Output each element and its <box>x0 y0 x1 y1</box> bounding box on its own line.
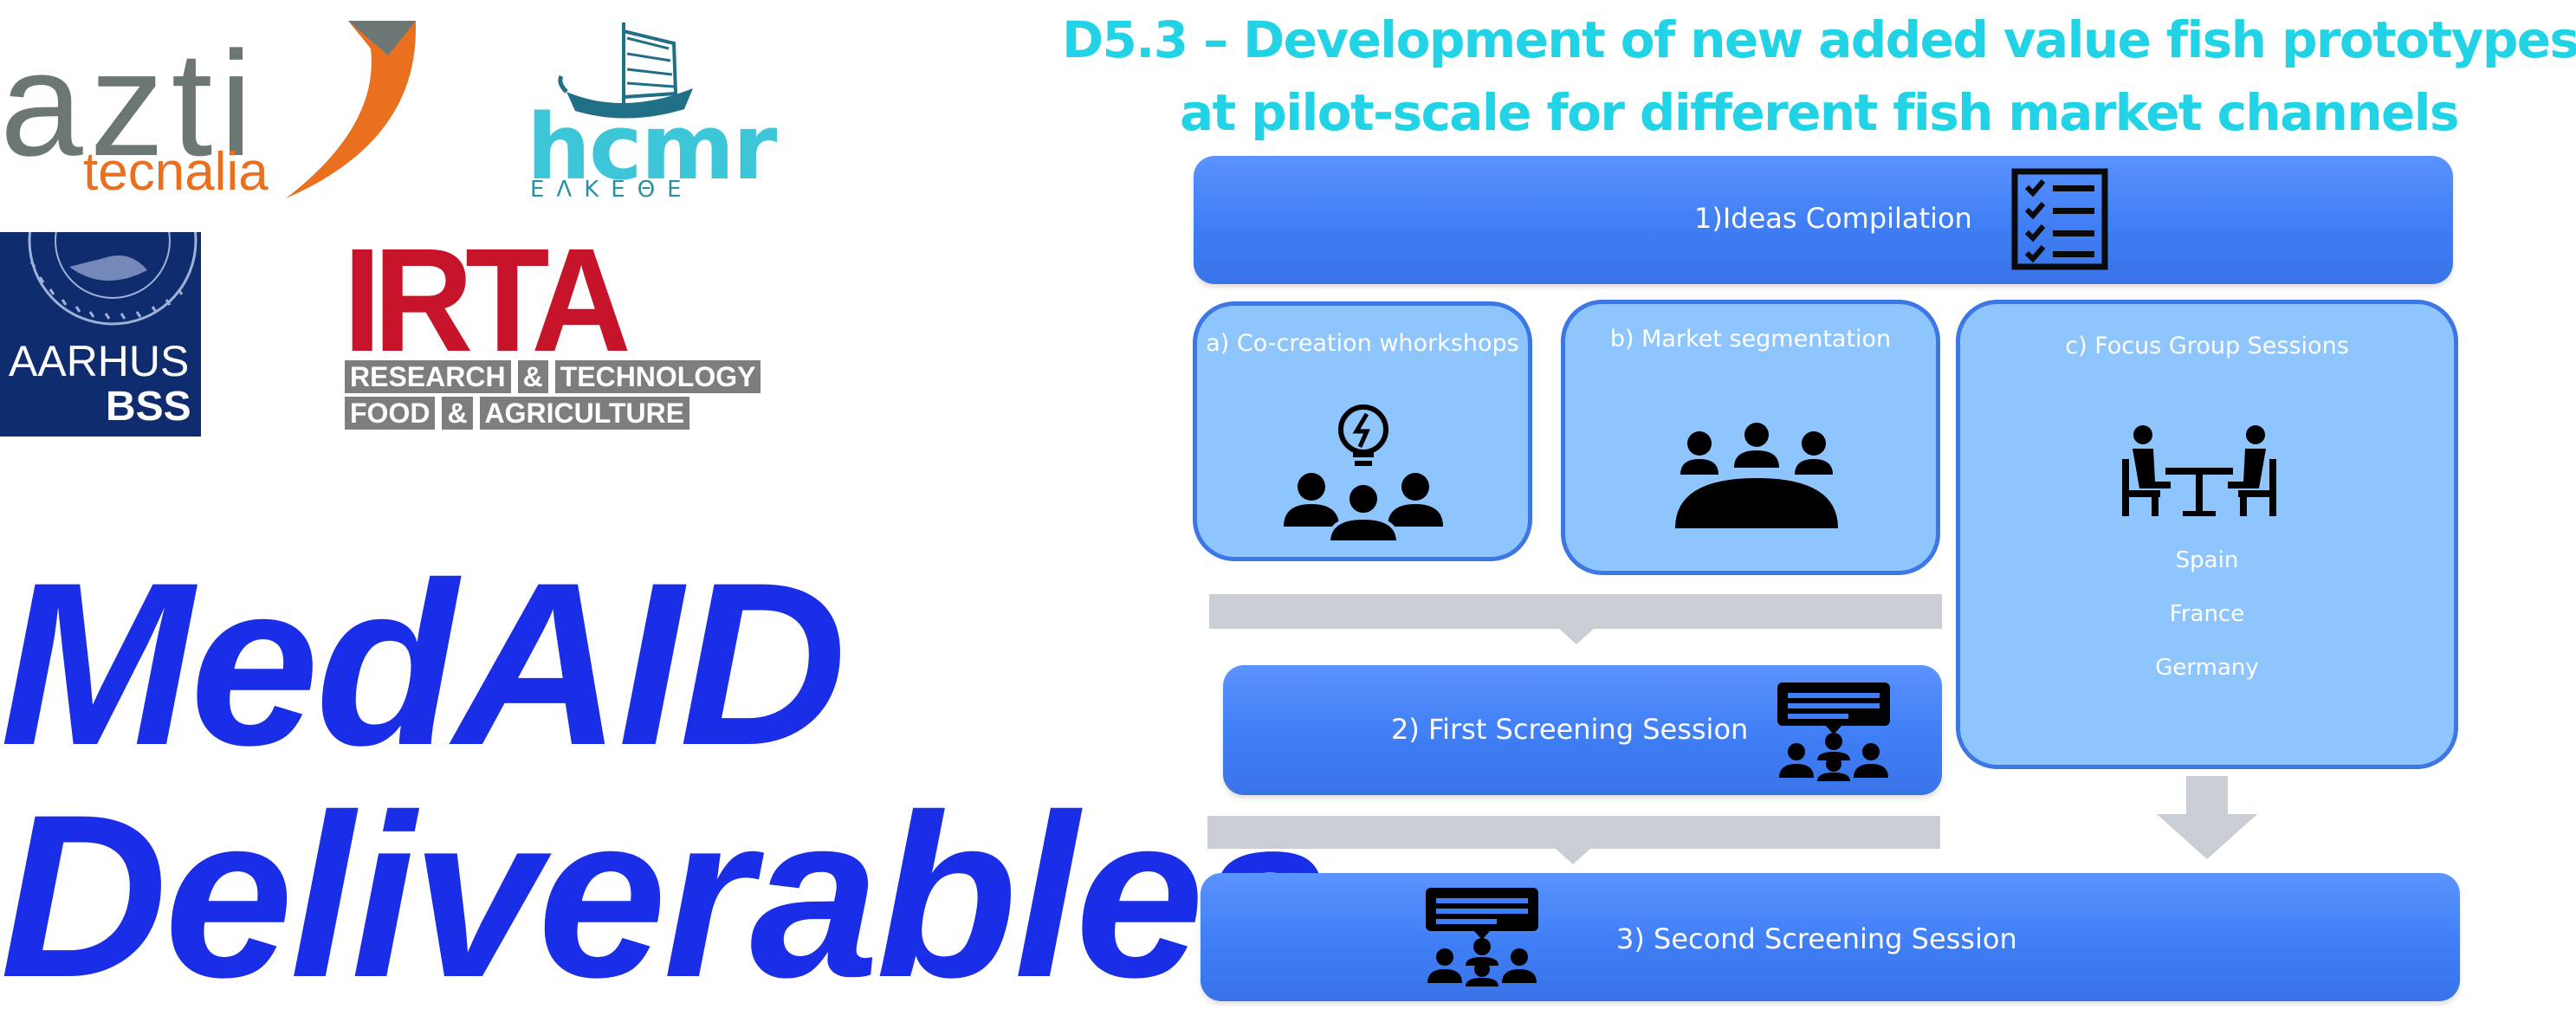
irta-tag: & <box>517 360 548 393</box>
irta-logo-row1: RESEARCH & TECHNOLOGY <box>345 360 761 393</box>
irta-logo-word: IRTA <box>343 218 631 383</box>
hcmr-ship-icon <box>558 23 693 119</box>
hcmr-logo-greek: ΕΛΚΕΘΕ <box>530 177 694 203</box>
focus-group-box <box>1956 300 2458 769</box>
irta-tag: RESEARCH <box>345 360 511 393</box>
down-arrow-icon <box>2157 776 2257 859</box>
presentation-audience-icon <box>1426 888 1538 986</box>
deliverable-heading-line1: D5.3 – Development of new added value fi… <box>1062 10 2576 69</box>
step3-label: 3) Second Screening Session <box>1616 922 2017 955</box>
step1-box <box>1194 156 2453 284</box>
step3-box <box>1201 873 2460 1001</box>
irta-logo-row2: FOOD & AGRICULTURE <box>345 397 690 430</box>
focus-group-label: c) Focus Group Sessions <box>2065 333 2349 359</box>
irta-tag: TECHNOLOGY <box>554 360 761 393</box>
market-segmentation-label: b) Market segmentation <box>1609 326 1892 353</box>
interview-icon <box>2122 425 2276 516</box>
connector-arrow-icon <box>1559 629 1594 644</box>
aarhus-logo-line2: BSS <box>106 384 191 430</box>
idea-team-icon <box>1284 404 1443 542</box>
irta-tag: & <box>442 397 473 430</box>
deliverable-heading-line2: at pilot-scale for different fish market… <box>1180 83 2460 142</box>
connector-strip <box>1209 594 1942 629</box>
irta-tag: AGRICULTURE <box>479 397 690 430</box>
connector-arrow-icon <box>1556 849 1590 864</box>
country-germany: Germany <box>2155 655 2259 681</box>
hcmr-logo-word: hcmr <box>527 94 777 200</box>
country-spain: Spain <box>2175 547 2239 573</box>
main-title-line2: Deliverables <box>0 766 1330 1022</box>
presentation-audience-icon <box>1777 682 1890 781</box>
azti-logo-sub: tecnalia <box>83 142 269 202</box>
azti-logo-word: azti <box>0 21 260 187</box>
checklist-icon <box>2011 168 2108 270</box>
main-title-line1: MedAID <box>0 534 847 793</box>
azti-swoosh-icon <box>286 21 416 198</box>
meeting-table-icon <box>1675 423 1838 528</box>
deliverable-heading: D5.3 – Development of new added value fi… <box>1062 3 2576 149</box>
country-france: France <box>2169 601 2245 627</box>
irta-tag: FOOD <box>345 397 436 430</box>
step1-label: 1)Ideas Compilation <box>1694 202 1972 235</box>
connector-strip <box>1207 816 1940 849</box>
aarhus-seal-icon <box>28 232 197 326</box>
step2-label: 2) First Screening Session <box>1391 713 1749 746</box>
cocreation-label: a) Co-creation whorkshops <box>1206 330 1519 357</box>
aarhus-logo-line1: AARHUS <box>9 337 190 385</box>
